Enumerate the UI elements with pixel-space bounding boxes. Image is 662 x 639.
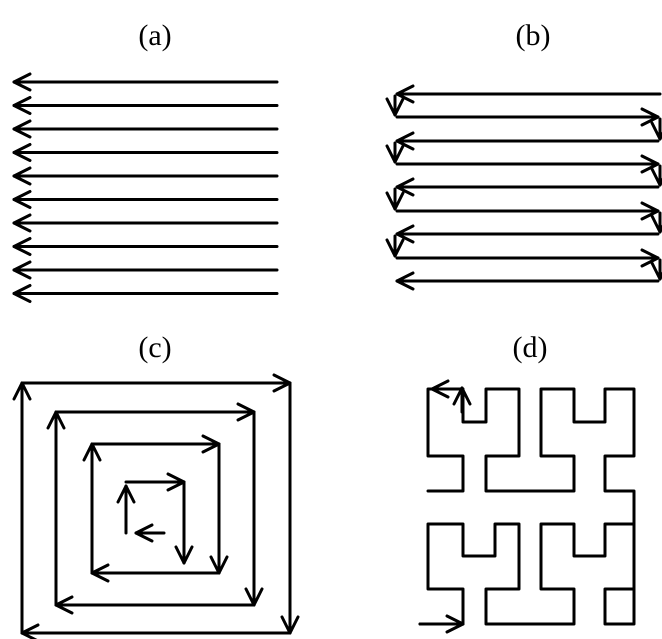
- panel-label-a: (a): [138, 19, 171, 52]
- panel-label-c: (c): [138, 331, 171, 364]
- zigzag-scan-pattern: [385, 84, 662, 291]
- panel-label-b: (b): [516, 19, 551, 52]
- hilbert-curve-pattern: [418, 379, 636, 634]
- raster-scan-pattern: [12, 72, 279, 303]
- hilbert-curve-path: [418, 387, 636, 626]
- spiral-scan-pattern: [12, 373, 300, 639]
- panel-label-d: (d): [513, 331, 548, 364]
